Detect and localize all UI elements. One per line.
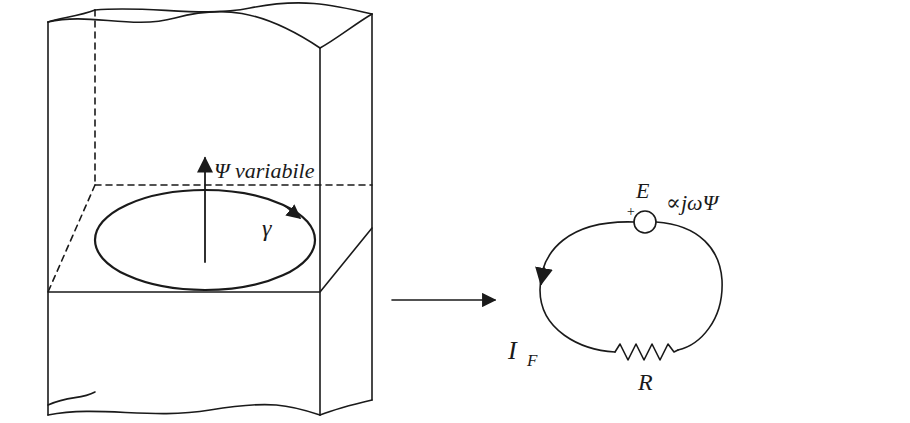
cut-line (320, 400, 372, 415)
flux-label: Ψ variabile (214, 160, 314, 182)
hidden-edge (48, 185, 95, 292)
circuit-wire (656, 222, 722, 350)
current-subscript: F (527, 352, 537, 369)
current-arrow (541, 268, 544, 284)
current-label: I (508, 338, 517, 364)
cut-line (95, 3, 372, 14)
flux-arrow (204, 158, 206, 262)
loop-label: γ (262, 216, 271, 240)
cut-line (320, 14, 372, 48)
cut-line (48, 392, 95, 405)
resistor-symbol (615, 344, 678, 360)
cut-line (48, 10, 95, 22)
block-edge (47, 22, 49, 415)
block-edge (319, 48, 321, 415)
loop-arrow (285, 206, 300, 218)
hidden-edge (95, 184, 372, 186)
transition-arrow (392, 299, 495, 301)
resistor-label: R (638, 370, 653, 394)
plane-edge (48, 228, 372, 292)
cut-line (48, 405, 320, 415)
emf-label: ∝jωΨ (666, 192, 718, 214)
polarity-sign: + (626, 205, 635, 219)
block-edge (371, 14, 373, 400)
voltage-source (634, 211, 656, 233)
hidden-edge (94, 10, 96, 185)
circuit-wire (540, 222, 634, 352)
source-label: E (636, 180, 649, 202)
cut-line (48, 12, 320, 48)
